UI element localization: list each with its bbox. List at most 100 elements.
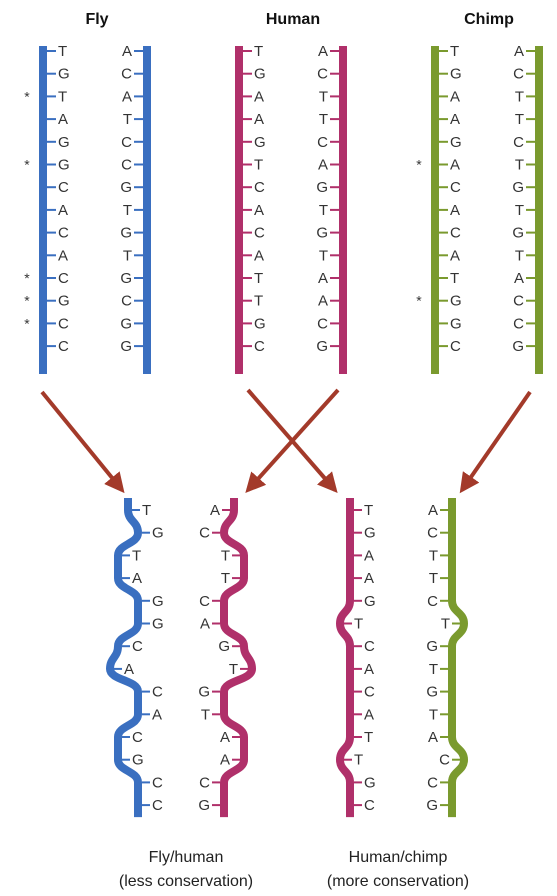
flyhuman-left-base: C: [132, 729, 143, 746]
flyhuman-right-base: G: [218, 638, 230, 655]
humanchimp-right-base: G: [426, 684, 438, 701]
fly-left-base: A: [58, 111, 68, 128]
humanchimp-left-base: C: [364, 638, 375, 655]
fly-right-base: A: [122, 43, 132, 60]
fly-mismatch-star: *: [24, 157, 30, 173]
fly-right-base: C: [121, 293, 132, 310]
chimp-left-base: A: [450, 111, 460, 128]
chimp-mismatch-star: *: [416, 293, 422, 309]
humanchimp-left-base: T: [364, 502, 373, 519]
chimp-right-base: G: [512, 338, 524, 355]
fly-left-base: T: [58, 88, 67, 105]
fly-left-base: C: [58, 270, 69, 287]
fly-right-base: T: [123, 111, 132, 128]
chimp-right-base: A: [514, 270, 524, 287]
fly-mismatch-star: *: [24, 88, 30, 104]
chimp-left-base: G: [450, 134, 462, 151]
human-left-base: G: [254, 134, 266, 151]
chimp-right-base: A: [514, 43, 524, 60]
flyhuman-left-base: C: [152, 684, 163, 701]
human-right-base: C: [317, 315, 328, 332]
chimp-left-base: T: [450, 43, 459, 60]
flyhuman-right-base: G: [198, 797, 210, 814]
fly-left-base: C: [58, 179, 69, 196]
human-left-base: T: [254, 157, 263, 174]
humanchimp-right-base: T: [429, 706, 438, 723]
arrow-fly-to-flyhuman: [40, 390, 125, 494]
humanchimp-left-base: A: [364, 661, 374, 678]
fly-left-base: C: [58, 315, 69, 332]
chimp-left-base: C: [450, 338, 461, 355]
chimp-right-base: T: [515, 88, 524, 105]
human-right-base: C: [317, 66, 328, 83]
fly-right-base: G: [120, 270, 132, 287]
flyhuman-caption-sub: (less conservation): [119, 873, 253, 890]
chimp-right-base: C: [513, 66, 524, 83]
fly-right-base: C: [121, 66, 132, 83]
chimp-left-base: A: [450, 157, 460, 174]
flyhuman-left-base: G: [152, 525, 164, 542]
human-left-base: A: [254, 202, 264, 219]
flyhuman-left-backbone: [105, 497, 143, 818]
fly-right-base: C: [121, 157, 132, 174]
humanchimp-right-base: C: [427, 525, 438, 542]
fly-left-base: C: [58, 338, 69, 355]
fly-right-base: G: [120, 225, 132, 242]
chimp-mismatch-star: *: [416, 157, 422, 173]
chimp-left-base: G: [450, 66, 462, 83]
fly-right-base: G: [120, 315, 132, 332]
chimp-left-base: A: [450, 247, 460, 264]
human-title: Human: [266, 11, 320, 28]
chimp-right-base: G: [512, 225, 524, 242]
human-left-base: G: [254, 66, 266, 83]
fly-left-base: G: [58, 66, 70, 83]
flyhuman-right-base: A: [200, 616, 210, 633]
humanchimp-left-base: A: [364, 547, 374, 564]
human-left-base: A: [254, 88, 264, 105]
human-right-base: A: [318, 270, 328, 287]
fly-left-base: G: [58, 134, 70, 151]
chimp-left-base: A: [450, 88, 460, 105]
chimp-right-base: T: [515, 157, 524, 174]
humanchimp-right-base: C: [427, 593, 438, 610]
flyhuman-right-base: C: [199, 593, 210, 610]
comparison-arrows: [40, 388, 532, 494]
humanchimp-left-backbone: [335, 498, 354, 818]
chimp-title: Chimp: [464, 11, 514, 28]
humanchimp-left-base: T: [364, 729, 373, 746]
human-right-base: T: [319, 202, 328, 219]
human-right-base: T: [319, 111, 328, 128]
humanchimp-right-base: G: [426, 638, 438, 655]
flyhuman-right-base: A: [210, 502, 220, 519]
chimp-right-base: C: [513, 293, 524, 310]
human-left-base: A: [254, 111, 264, 128]
human-left-base: C: [254, 179, 265, 196]
flyhuman-left-base: G: [132, 752, 144, 769]
fly-mismatch-star: *: [24, 270, 30, 286]
humanchimp-left-base: T: [354, 616, 363, 633]
human-left-base: T: [254, 270, 263, 287]
humanchimp-left-base: A: [364, 706, 374, 723]
flyhuman-left-base: G: [152, 593, 164, 610]
humanchimp-caption: Human/chimp: [349, 849, 448, 866]
chimp-right-base: T: [515, 111, 524, 128]
humanchimp-right-base: T: [429, 661, 438, 678]
humanchimp-caption-sub: (more conservation): [327, 873, 469, 890]
fly-right-base: A: [122, 88, 132, 105]
humanchimp-right-base: G: [426, 797, 438, 814]
humanchimp-left-base: G: [364, 593, 376, 610]
flyhuman-left-base: A: [152, 706, 162, 723]
flyhuman-left-base: T: [132, 547, 141, 564]
human-right-base: T: [319, 247, 328, 264]
fly-left-base: C: [58, 225, 69, 242]
fly-right-base: G: [120, 338, 132, 355]
humanchimp-right-backbone: [448, 498, 469, 818]
arrow-human-to-humanchimp: [246, 388, 338, 494]
human-left-base: C: [254, 225, 265, 242]
humanchimp-left-base: C: [364, 797, 375, 814]
humanchimp-left-base: A: [364, 570, 374, 587]
humanchimp-right-base: T: [429, 570, 438, 587]
humanchimp-right-base: C: [439, 752, 450, 769]
